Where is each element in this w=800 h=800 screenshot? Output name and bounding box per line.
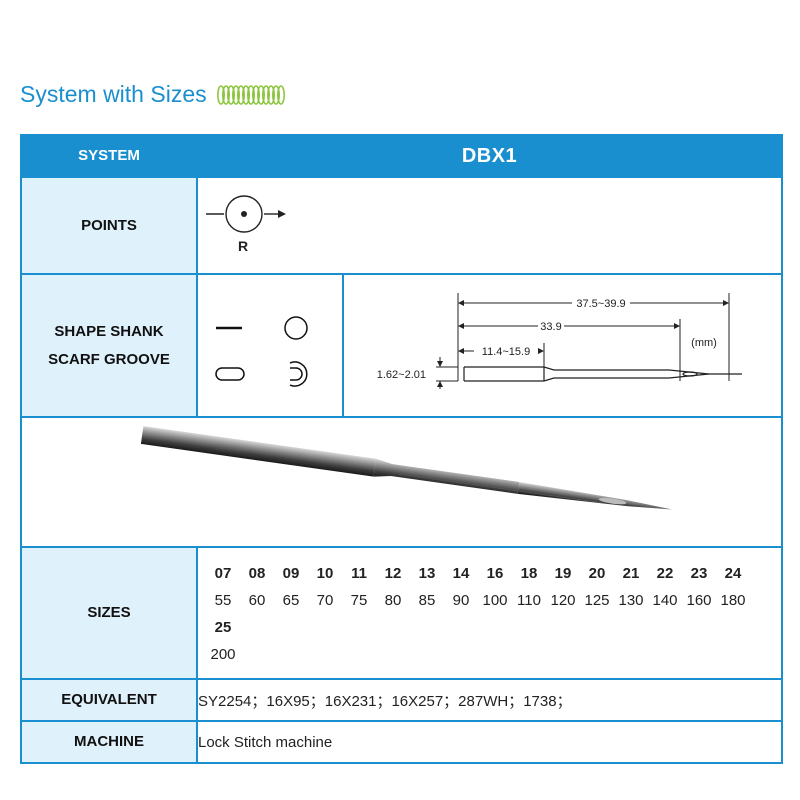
- svg-text:░░░░░░: ░░░░░░: [216, 443, 243, 454]
- system-label: SYSTEM: [20, 134, 198, 178]
- size-item: 12 80: [376, 560, 410, 614]
- size-number: 140: [652, 592, 678, 609]
- spring-coil-icon: [216, 85, 285, 105]
- equivalent-row: EQUIVALENT SY2254；16X95；16X231；16X257；28…: [20, 678, 783, 722]
- size-item: 10 70: [308, 560, 342, 614]
- size-number: 125: [584, 592, 610, 609]
- needle-photo: ░░░░░░: [140, 426, 672, 510]
- point-type-letter: R: [238, 237, 249, 254]
- sizes-label: SIZES: [20, 546, 198, 680]
- machine-label: MACHINE: [20, 720, 198, 764]
- size-number: 80: [384, 592, 402, 609]
- page-title: System with Sizes: [20, 80, 207, 107]
- points-cell: R: [196, 176, 783, 275]
- system-row: SYSTEM DBX1: [20, 134, 783, 178]
- size-item: 14 90: [444, 560, 478, 614]
- size-number: 130: [618, 592, 644, 609]
- machine-value: Lock Stitch machine: [196, 720, 783, 764]
- machine-row: MACHINE Lock Stitch machine: [20, 720, 783, 764]
- size-number: 85: [418, 592, 436, 609]
- size-item: 07 55: [206, 560, 240, 614]
- size-item: 20 125: [580, 560, 614, 614]
- size-code: 24: [724, 565, 742, 582]
- sizes-row-2: 25 200: [206, 614, 781, 668]
- size-item: 13 85: [410, 560, 444, 614]
- size-number: 65: [282, 592, 300, 609]
- size-number: 160: [686, 592, 712, 609]
- size-item: 25 200: [206, 614, 240, 668]
- size-item: 09 65: [274, 560, 308, 614]
- size-number: 55: [214, 592, 232, 609]
- size-code: 23: [690, 565, 708, 582]
- sizes-row: SIZES 07 55 08 60 09 65 10 70 11 75 12 80 13 85 14 90 16…: [20, 546, 783, 680]
- size-code: 19: [554, 565, 572, 582]
- dim-unit: (mm): [691, 337, 717, 349]
- size-code: 25: [214, 619, 232, 636]
- needle-photo-cell: ░░░░░░: [20, 416, 783, 548]
- points-label: POINTS: [20, 176, 198, 275]
- size-item: 23 160: [682, 560, 716, 614]
- size-code: 14: [452, 565, 470, 582]
- size-code: 08: [248, 565, 266, 582]
- shank-shapes-icon: [215, 315, 308, 387]
- size-item: 24 180: [716, 560, 750, 614]
- needle-dimension-cell: 37.5~39.9 33.9 11.4~15.9 1.62~2.01 (mm): [342, 273, 783, 418]
- size-code: 09: [282, 565, 300, 582]
- size-code: 21: [622, 565, 640, 582]
- system-value: DBX1: [196, 134, 783, 178]
- size-code: 13: [418, 565, 436, 582]
- size-code: 22: [656, 565, 674, 582]
- size-code: 10: [316, 565, 334, 582]
- size-number: 200: [210, 646, 236, 663]
- size-code: 12: [384, 565, 402, 582]
- dim-total-length: 37.5~39.9: [576, 298, 625, 310]
- size-number: 75: [350, 592, 368, 609]
- size-number: 70: [316, 592, 334, 609]
- size-item: 21 130: [614, 560, 648, 614]
- equivalent-label: EQUIVALENT: [20, 678, 198, 722]
- size-number: 100: [482, 592, 508, 609]
- size-code: 16: [486, 565, 504, 582]
- size-number: 110: [517, 592, 541, 609]
- dim-shank-diameter: 1.62~2.01: [377, 369, 426, 381]
- title-bar: System with Sizes: [20, 76, 287, 112]
- dim-length-to-eye: 33.9: [540, 321, 561, 333]
- equivalent-value: SY2254；16X95；16X231；16X257；287WH；1738；: [196, 678, 783, 722]
- shape-label-line1: SHAPE SHANK: [54, 322, 164, 340]
- size-number: 120: [550, 592, 576, 609]
- needle-dimension-diagram: 37.5~39.9 33.9 11.4~15.9 1.62~2.01 (mm): [377, 292, 742, 389]
- size-item: 08 60: [240, 560, 274, 614]
- size-code: 18: [520, 565, 538, 582]
- size-item: 22 140: [648, 560, 682, 614]
- size-number: 90: [452, 592, 470, 609]
- shape-icons-cell: [196, 273, 344, 418]
- shape-label-line2: SCARF GROOVE: [48, 350, 170, 368]
- size-code: 11: [351, 565, 367, 582]
- needle-photo-row: ░░░░░░: [20, 416, 783, 548]
- spec-table: SYSTEM DBX1 POINTS R SHAPE SHANK SCARF G…: [20, 134, 783, 764]
- size-item: 19 120: [546, 560, 580, 614]
- size-number: 180: [720, 592, 746, 609]
- size-item: 16 100: [478, 560, 512, 614]
- points-row: POINTS R: [20, 176, 783, 275]
- size-code: 07: [214, 565, 232, 582]
- round-point-icon: [206, 194, 286, 233]
- shape-row: SHAPE SHANK SCARF GROOVE: [20, 273, 783, 418]
- size-item: 11 75: [342, 560, 376, 614]
- shape-label: SHAPE SHANK SCARF GROOVE: [20, 273, 198, 418]
- size-code: 20: [588, 565, 606, 582]
- dim-shank-length: 11.4~15.9: [482, 346, 530, 358]
- size-item: 18 110: [512, 560, 546, 614]
- size-number: 60: [248, 592, 266, 609]
